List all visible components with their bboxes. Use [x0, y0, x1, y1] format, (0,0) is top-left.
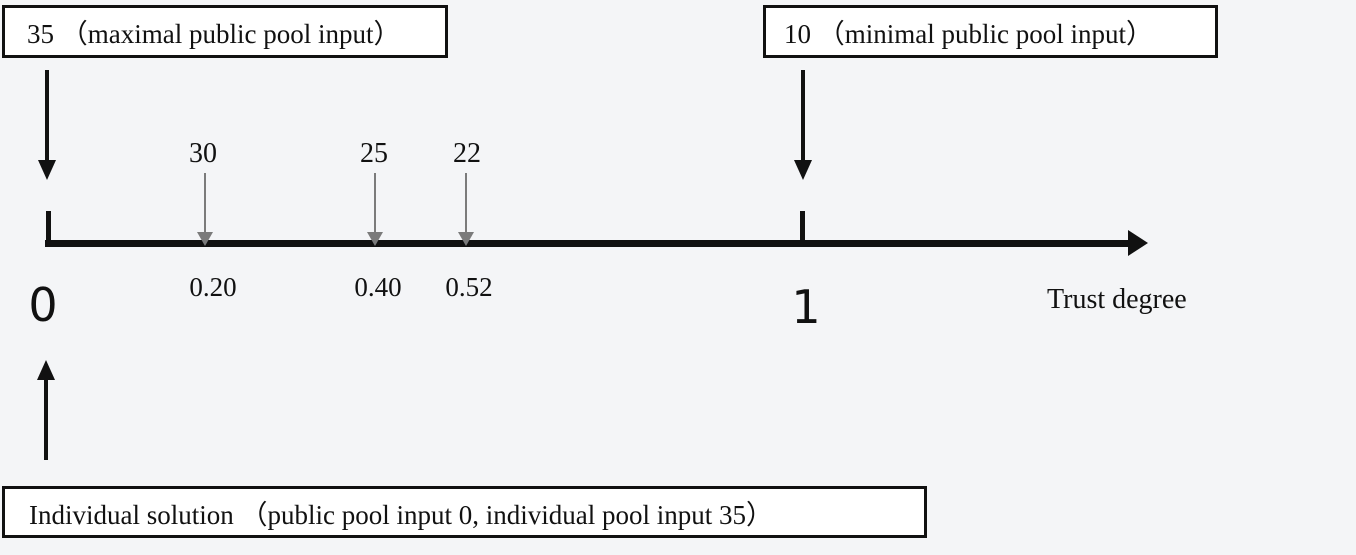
- marker-position-020: 0.20: [189, 272, 237, 302]
- down-arrow-min-stem: [801, 70, 805, 162]
- individual-solution-box: Individual solution （public pool input 0…: [2, 486, 927, 538]
- marker-arrow-22-head-icon: [458, 232, 474, 246]
- max-public-pool-box: 35 （maximal public pool input）: [2, 5, 448, 58]
- marker-value-30: 30: [189, 138, 217, 169]
- up-arrow-individual-head-icon: [37, 360, 55, 380]
- axis-title: Trust degree: [1047, 284, 1187, 315]
- marker-arrow-25-head-icon: [367, 232, 383, 246]
- min-public-pool-label: 10 （minimal public pool input）: [784, 19, 1153, 49]
- trust-axis-line: [45, 240, 1138, 247]
- individual-solution-label: Individual solution （public pool input 0…: [29, 499, 773, 530]
- marker-arrow-25-stem: [374, 173, 376, 233]
- trust-axis-arrowhead-icon: [1128, 230, 1148, 256]
- marker-arrow-30-stem: [204, 173, 206, 233]
- marker-arrow-22-stem: [465, 173, 467, 233]
- marker-value-25: 25: [360, 138, 388, 169]
- down-arrow-min-head-icon: [794, 160, 812, 180]
- axis-label-one: 1: [791, 280, 821, 334]
- up-arrow-individual-stem: [44, 378, 48, 460]
- marker-position-052: 0.52: [445, 272, 493, 302]
- marker-arrow-30-head-icon: [197, 232, 213, 246]
- axis-label-zero: 0: [28, 278, 58, 332]
- down-arrow-max-stem: [45, 70, 49, 162]
- down-arrow-max-head-icon: [38, 160, 56, 180]
- axis-tick-origin: [46, 211, 51, 241]
- min-public-pool-box: 10 （minimal public pool input）: [763, 5, 1218, 58]
- axis-tick-one: [800, 211, 805, 241]
- marker-value-22: 22: [453, 138, 481, 169]
- marker-position-040: 0.40: [354, 272, 402, 302]
- max-public-pool-label: 35 （maximal public pool input）: [27, 19, 401, 49]
